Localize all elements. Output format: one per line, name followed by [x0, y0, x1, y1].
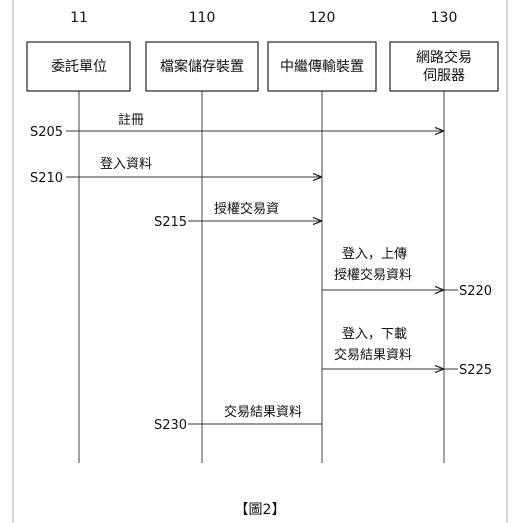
step-label-s205: S205: [30, 125, 63, 140]
entity-box-110: 檔案儲存裝置: [145, 41, 259, 92]
entity-box-130: 網路交易 伺服器: [389, 41, 499, 92]
entity-label-130-line2: 伺服器: [423, 68, 465, 84]
page-border-right: [506, 0, 508, 523]
step-label-s230: S230: [154, 418, 187, 433]
entity-label-130-line1: 網路交易: [416, 49, 472, 66]
entity-label-110: 檔案儲存裝置: [160, 58, 244, 75]
step-label-s215: S215: [154, 215, 187, 230]
message-label-s225-line2: 交易結果資料: [334, 347, 412, 363]
message-label-s220-line1: 登入，上傳: [342, 247, 407, 262]
message-label-s230: 交易結果資料: [224, 404, 302, 420]
message-label-s210: 登入資料: [100, 157, 152, 172]
figure-caption: 【圖2】: [235, 502, 286, 518]
message-label-s205: 註冊: [118, 113, 144, 128]
message-label-s220-line2: 授權交易資料: [334, 267, 412, 283]
step-label-s225: S225: [459, 363, 492, 378]
message-s205: 註冊 S205: [30, 113, 443, 140]
message-s230: 交易結果資料 S230: [154, 404, 322, 433]
entity-ref-110: 110: [189, 10, 216, 26]
entity-ref-120: 120: [309, 10, 336, 26]
message-s220: 登入，上傳 授權交易資料 S220: [322, 247, 492, 299]
step-label-s220: S220: [459, 284, 492, 299]
step-label-s210: S210: [30, 171, 63, 186]
entity-label-120: 中繼傳輸裝置: [280, 59, 364, 75]
entity-box-11: 委託單位: [26, 41, 131, 92]
entity-label-11: 委託單位: [51, 59, 107, 75]
message-s215: 授權交易資 S215: [154, 201, 321, 230]
message-label-s215: 授權交易資: [214, 201, 279, 217]
message-label-s225-line1: 登入，下載: [342, 327, 407, 342]
entity-ref-130: 130: [431, 10, 458, 26]
page-border-left: [12, 0, 14, 523]
message-s210: 登入資料 S210: [30, 157, 321, 186]
entity-ref-11: 11: [70, 10, 88, 26]
entity-box-120: 中繼傳輸裝置: [267, 41, 377, 92]
message-s225: 登入，下載 交易結果資料 S225: [322, 327, 492, 378]
